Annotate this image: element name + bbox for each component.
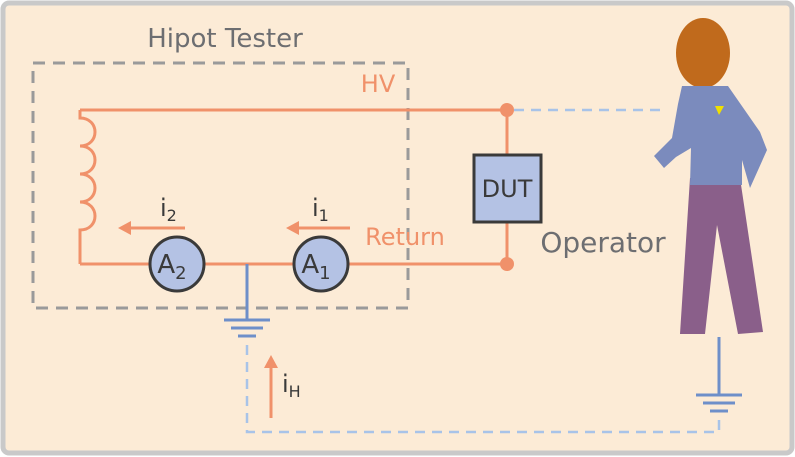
return-label: Return (365, 223, 445, 251)
person-icon (654, 18, 767, 334)
current-i2-subscript: 2 (167, 206, 177, 225)
junction-bottom (500, 257, 514, 271)
arrow-left-icon (118, 221, 185, 235)
ammeter-a2-letter: A (157, 250, 175, 280)
operator-head (676, 18, 730, 88)
ammeter-a1-subscript: 1 (319, 263, 330, 284)
ammeter-a1: A1 (292, 235, 350, 293)
junction-top (500, 103, 514, 117)
arrow-left-icon (286, 221, 350, 235)
operator-label: Operator (540, 226, 666, 259)
arrow-up-icon (264, 355, 278, 418)
dut-box: DUT (472, 153, 543, 224)
dut-label: DUT (482, 175, 533, 203)
coil-icon (78, 110, 97, 264)
current-i1-subscript: 1 (319, 206, 329, 225)
ground-symbol-icon (224, 264, 270, 338)
current-i1-label: i (312, 194, 319, 222)
hv-label: HV (361, 70, 396, 98)
svg-text:i2: i2 (160, 194, 177, 225)
operator-badge (715, 106, 724, 115)
svg-text:i1: i1 (312, 194, 329, 225)
ammeter-a2: A2 (148, 235, 206, 293)
ground-symbol-icon (696, 337, 742, 413)
ammeter-a1-letter: A (301, 250, 319, 280)
current-ih-subscript: H (289, 382, 301, 401)
tester-enclosure (31, 61, 410, 310)
svg-text:A1: A1 (301, 250, 330, 284)
svg-text:iH: iH (282, 370, 301, 401)
current-ih-label: i (282, 370, 289, 398)
current-i2-label: i (160, 194, 167, 222)
operator-shirt (654, 86, 767, 188)
ammeter-a2-subscript: 2 (175, 263, 186, 284)
diagram-title: Hipot Tester (147, 24, 303, 54)
operator-pants (680, 178, 763, 334)
svg-text:A2: A2 (157, 250, 186, 284)
leakage-path (245, 108, 721, 434)
circuit-wires (80, 108, 509, 266)
